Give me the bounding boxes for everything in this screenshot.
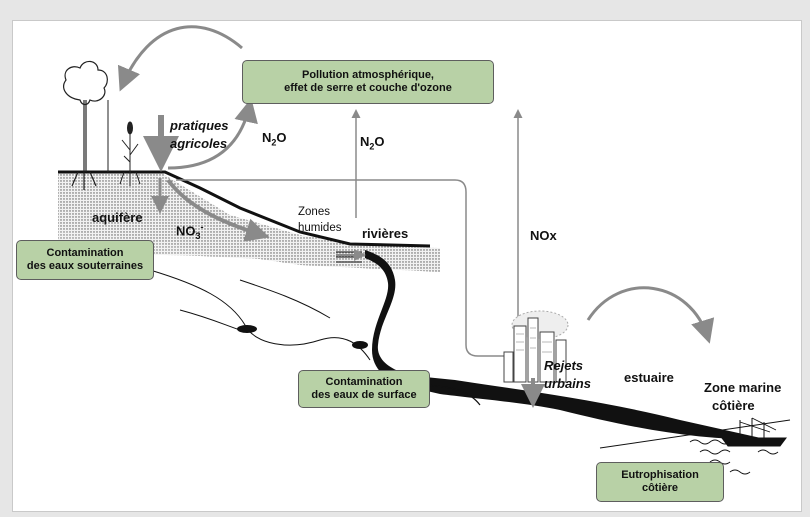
box-atmospheric-pollution: Pollution atmosphérique, effet de serre … [242, 60, 494, 104]
box-atmospheric-pollution-line1: Pollution atmosphérique, [301, 69, 434, 81]
underground-lens-2 [352, 341, 368, 349]
label-aquifere: aquifère [92, 210, 143, 225]
label-nox: NOx [530, 228, 557, 243]
label-rivieres: rivières [362, 226, 409, 241]
grain-plant-icon [119, 121, 141, 186]
box-surface-water-contamination: Contamination des eaux de surface [298, 370, 430, 408]
label-humides: humides [298, 222, 342, 234]
label-estuaire: estuaire [624, 370, 674, 385]
label-pratiques: pratiques [170, 118, 229, 133]
box-surface-line2: des eaux de surface [311, 389, 417, 401]
ship-icon [721, 417, 787, 447]
box-atmospheric-pollution-line2: effet de serre et couche d'ozone [284, 82, 452, 94]
groundwater-stream-2 [179, 309, 241, 331]
label-urbains: urbains [544, 376, 591, 391]
cycle-arrow-right [586, 286, 715, 344]
nitrate-flow-arrow [166, 178, 270, 242]
label-zone-marine: Zone marine [704, 380, 782, 395]
label-zones: Zones [298, 206, 330, 218]
tree-icon [63, 60, 108, 190]
n2o-mid-n: N [360, 134, 370, 149]
no3-base: NO [176, 223, 196, 239]
no3-sub: 3 [195, 230, 201, 241]
n2o-left-o: O [276, 130, 287, 145]
no3-sup: - [200, 222, 204, 232]
groundwater-stream-3 [239, 279, 331, 319]
box-coastal-eutrophication: Eutrophisation côtière [596, 462, 724, 502]
n2o-left-n: N [262, 130, 272, 145]
box-groundwater-line1: Contamination [46, 247, 124, 259]
surface-runoff-line [176, 179, 515, 361]
label-agricoles: agricoles [170, 136, 228, 151]
label-n2o-left: N2O [262, 130, 287, 148]
box-eutro-line1: Eutrophisation [621, 469, 699, 481]
underground-lens-1 [237, 325, 257, 333]
city-icon [503, 310, 569, 383]
cycle-arrow-left [117, 25, 243, 92]
label-n2o-mid: N2O [360, 134, 385, 152]
sea-line [599, 419, 791, 449]
label-no3: NO3- [176, 222, 204, 241]
box-groundwater-contamination: Contamination des eaux souterraines [16, 240, 154, 280]
n2o-mid-sub: 2 [369, 141, 375, 152]
label-rejets: Rejets [544, 358, 584, 373]
box-surface-line1: Contamination [325, 376, 403, 388]
n2o-mid-o: O [374, 134, 385, 149]
river [365, 250, 770, 440]
n2o-left-sub: 2 [271, 137, 277, 148]
label-cotiere: côtière [712, 398, 755, 413]
n2o-arrow-agri [167, 98, 258, 170]
box-eutro-line2: côtière [641, 482, 679, 494]
groundwater-stream-1 [149, 269, 371, 361]
box-groundwater-line2: des eaux souterraines [26, 260, 144, 272]
ground-surface [58, 170, 431, 248]
